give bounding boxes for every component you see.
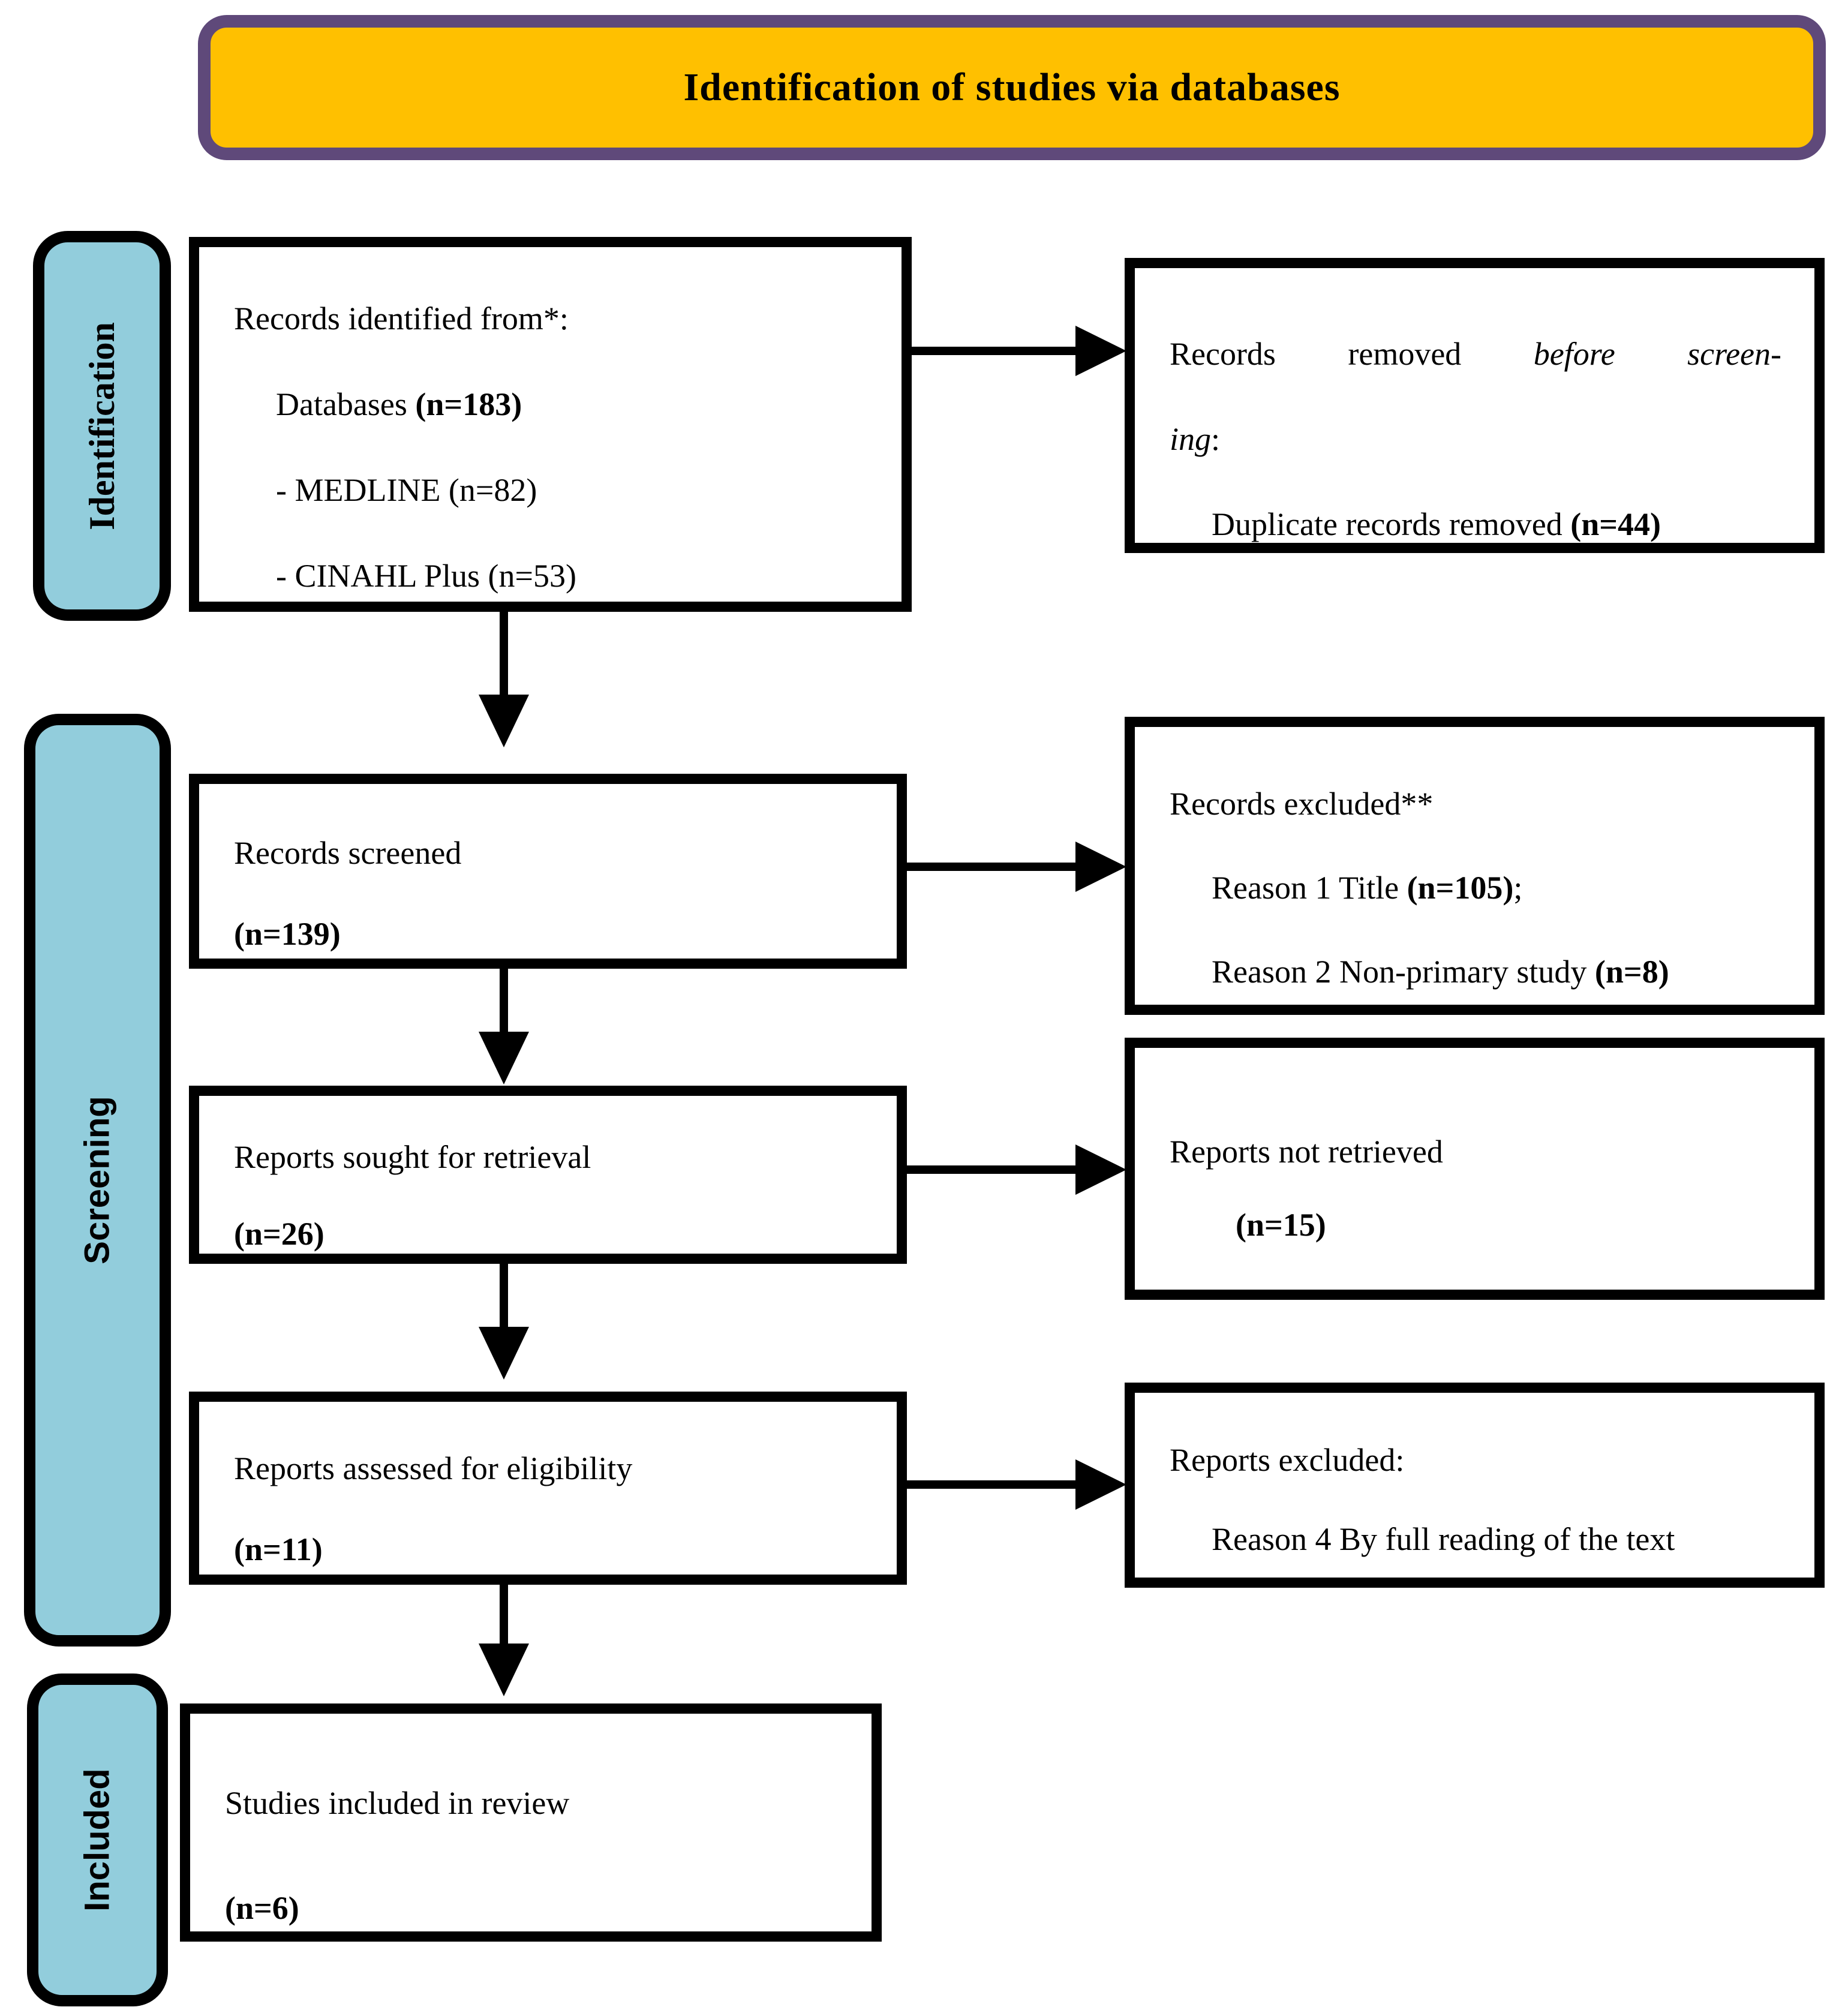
reports-sought-line2: (n=26) (234, 1216, 324, 1252)
records-identified-line1: Records identified from*: (234, 301, 569, 336)
reports-sought-line1: Reports sought for retrieval (234, 1139, 591, 1175)
diagram-title: Identification of studies via databases (683, 65, 1341, 109)
stage-included-label: Included (78, 1768, 117, 1912)
records-removed-line2: ing: (1170, 421, 1221, 457)
stage-included: Included (27, 1674, 168, 2006)
stage-screening-label: Screening (78, 1096, 117, 1264)
stage-identification-label: Identification (82, 322, 122, 530)
reports-not-retrieved-line1: Reports not retrieved (1170, 1134, 1443, 1170)
records-excluded-box: Records excluded** Reason 1 Title (n=105… (1125, 717, 1825, 1015)
stage-identification: Identification (33, 231, 171, 621)
records-identified-box: Records identified from*: Databases (n=1… (189, 237, 912, 612)
records-screened-box: Records screened (n=139) (189, 774, 907, 969)
reports-not-retrieved-line2: (n=15) (1236, 1207, 1326, 1243)
studies-included-box: Studies included in review (n=6) (180, 1703, 882, 1942)
reports-excluded-line1: Reports excluded: (1170, 1442, 1405, 1478)
records-identified-line4: - CINAHL Plus (n=53) (276, 558, 576, 594)
reports-excluded-box: Reports excluded: Reason 4 By full readi… (1125, 1383, 1825, 1588)
title-banner: Identification of studies via databases (198, 15, 1826, 160)
stage-screening: Screening (24, 714, 171, 1647)
reports-sought-box: Reports sought for retrieval (n=26) (189, 1086, 907, 1264)
reports-assessed-box: Reports assessed for eligibility (n=11) (189, 1392, 907, 1585)
records-identified-line3: - MEDLINE (n=82) (276, 472, 537, 508)
records-removed-line1: Records removed before screen- (1170, 336, 1781, 372)
reports-assessed-line1: Reports assessed for eligibility (234, 1450, 633, 1486)
reports-excluded-line2: Reason 4 By full reading of the text (1212, 1521, 1675, 1557)
records-excluded-line2: Reason 1 Title (n=105); (1212, 870, 1523, 906)
records-removed-line3: Duplicate records removed (n=44) (1212, 506, 1661, 542)
records-removed-box: Records removed before screen- ing: Dupl… (1125, 258, 1825, 553)
records-excluded-line1: Records excluded** (1170, 786, 1434, 822)
studies-included-line2: (n=6) (225, 1890, 299, 1926)
records-screened-line2: (n=139) (234, 916, 341, 952)
records-identified-line2: Databases (n=183) (276, 386, 522, 422)
reports-assessed-line2: (n=11) (234, 1531, 323, 1567)
reports-not-retrieved-box: Reports not retrieved (n=15) (1125, 1038, 1825, 1300)
records-excluded-line3: Reason 2 Non-primary study (n=8) (1212, 954, 1669, 990)
records-screened-line1: Records screened (234, 835, 462, 871)
studies-included-line1: Studies included in review (225, 1785, 570, 1821)
